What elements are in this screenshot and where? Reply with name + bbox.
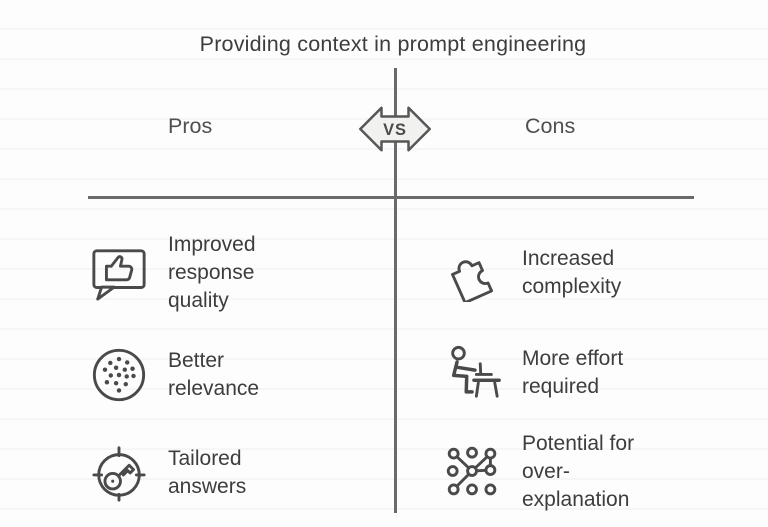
cons-item-potential-for-over-explanation: Potential for over- explanation — [444, 430, 634, 514]
pros-item-better-relevance: Better relevance — [90, 346, 259, 404]
pros-item-label: Better relevance — [168, 349, 260, 400]
cons-column-label: Cons — [525, 114, 576, 138]
vertical-divider — [394, 68, 397, 513]
thumbs-up-speech-bubble-icon — [92, 249, 146, 301]
page-title: Providing context in prompt engineering — [199, 32, 587, 56]
vs-badge: VS — [359, 106, 431, 152]
cons-item-label: Increased complexity — [522, 247, 622, 298]
target-key-icon — [92, 446, 146, 502]
dotted-sphere-icon — [92, 348, 146, 402]
horizontal-divider — [88, 196, 694, 199]
pros-item-label: Improved response quality — [168, 233, 256, 312]
person-at-desk-icon — [451, 345, 501, 398]
pros-column-label: Pros — [168, 114, 213, 138]
puzzle-piece-icon — [451, 260, 494, 302]
pros-item-improved-response-quality: Improved response quality — [90, 231, 256, 315]
cons-item-label: Potential for over- explanation — [522, 432, 635, 511]
cons-item-label: More effort required — [522, 347, 624, 398]
network-nodes-icon — [446, 446, 497, 496]
cons-item-more-effort-required: More effort required — [444, 344, 623, 402]
pros-item-tailored-answers: Tailored answers — [90, 444, 246, 502]
vs-badge-label: VS — [383, 121, 407, 139]
pros-item-label: Tailored answers — [168, 447, 247, 498]
cons-item-increased-complexity: Increased complexity — [444, 244, 621, 302]
